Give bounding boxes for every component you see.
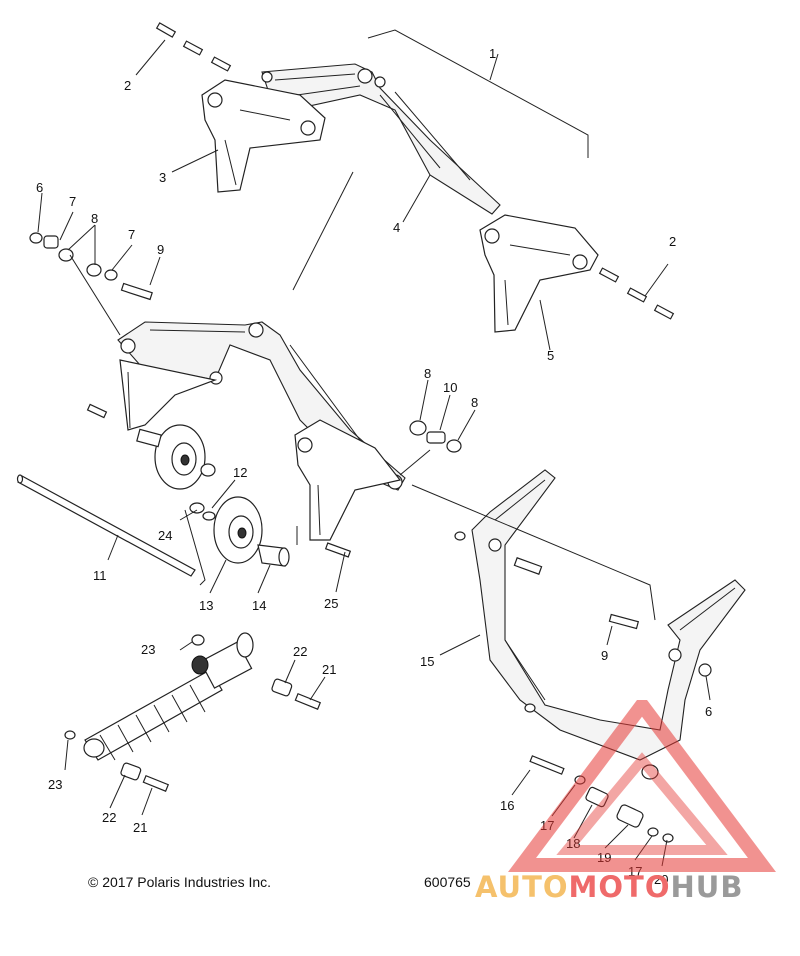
shock-absorber [83, 632, 254, 761]
callout-22-b: 22 [102, 810, 116, 825]
callout-6-left: 6 [36, 180, 43, 195]
callout-15: 15 [420, 654, 434, 669]
callout-16: 16 [500, 798, 514, 813]
axle-shaft [16, 474, 196, 577]
callout-8-c: 8 [471, 395, 478, 410]
watermark-text: AUTOMOTOHUB [475, 870, 743, 904]
callout-3: 3 [159, 170, 166, 185]
callout-11: 11 [93, 568, 107, 583]
callout-8-a: 8 [91, 211, 98, 226]
callout-4: 4 [393, 220, 400, 235]
bolts-upper-left [155, 22, 232, 72]
spacer-part-14 [257, 544, 290, 567]
callout-1: 1 [489, 46, 496, 61]
callout-18: 18 [566, 836, 580, 851]
upper-bracket-right [479, 214, 599, 333]
bolts-upper-right [598, 267, 675, 320]
shock-hardware [64, 634, 322, 792]
callout-5: 5 [547, 348, 554, 363]
idler-wheel-lower [213, 496, 263, 564]
diagram-number: 600765 [424, 874, 471, 890]
rear-arm [454, 469, 746, 761]
lower-bracket-right [294, 419, 402, 541]
callout-10: 10 [443, 380, 457, 395]
callout-19: 19 [597, 850, 611, 865]
lower-bracket-left [119, 359, 218, 431]
watermark-auto: AUTO [475, 870, 569, 904]
callout-8-b: 8 [424, 366, 431, 381]
callout-25: 25 [324, 596, 338, 611]
idler-wheel-upper [136, 424, 216, 490]
upper-bracket-left [201, 79, 326, 193]
callout-13: 13 [199, 598, 213, 613]
callout-6-right: 6 [705, 704, 712, 719]
watermark-moto: MOTO [568, 870, 671, 904]
callout-23-b: 23 [48, 777, 62, 792]
hardware-right-stack [86, 403, 462, 558]
callout-21-b: 21 [133, 820, 147, 835]
hardware-left-stack [29, 232, 153, 301]
callout-12: 12 [233, 465, 247, 480]
callout-23-a: 23 [141, 642, 155, 657]
upper-rail-beam [261, 63, 501, 215]
callout-2-right: 2 [669, 234, 676, 249]
callout-22-a: 22 [293, 644, 307, 659]
callout-7-b: 7 [128, 227, 135, 242]
callout-14: 14 [252, 598, 266, 613]
copyright-text: © 2017 Polaris Industries Inc. [88, 874, 272, 890]
callout-7-a: 7 [69, 194, 76, 209]
washers-12-24 [189, 502, 216, 521]
callout-2-top: 2 [124, 78, 131, 93]
callout-21-a: 21 [322, 662, 336, 677]
callout-20: 20 [654, 872, 668, 887]
callout-9-a: 9 [157, 242, 164, 257]
callout-24: 24 [158, 528, 172, 543]
callout-17-a: 17 [540, 818, 554, 833]
watermark-hub: HUB [670, 870, 744, 904]
callout-9-b: 9 [601, 648, 608, 663]
